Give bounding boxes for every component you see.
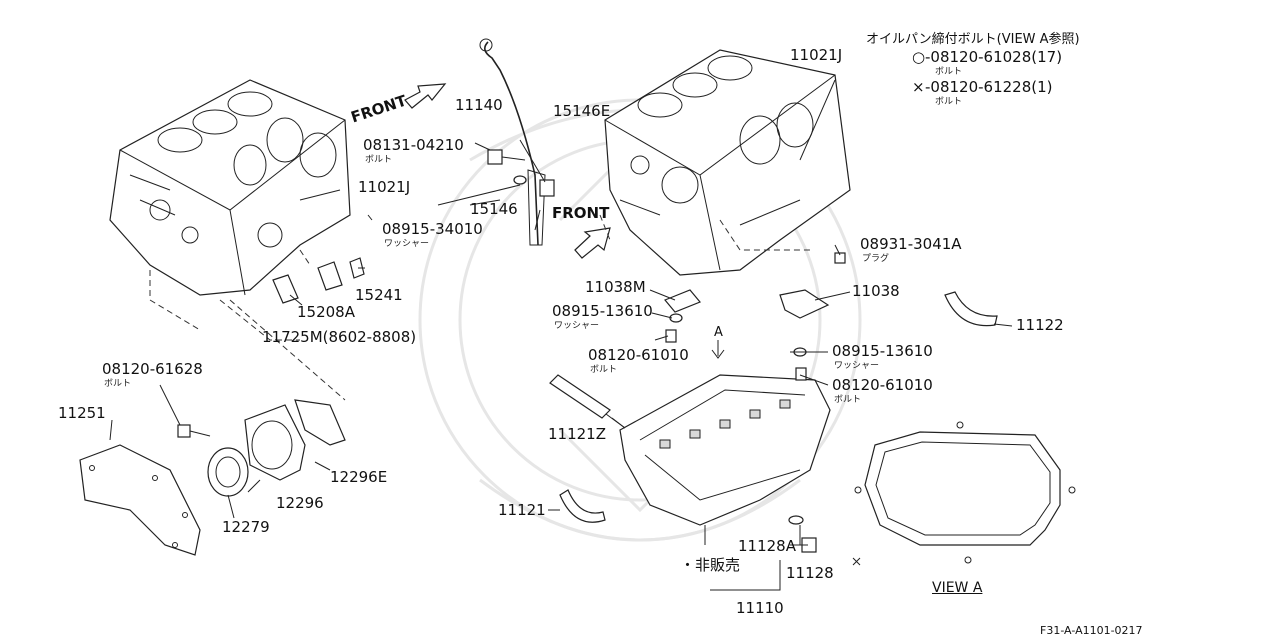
label-12279: 12279: [222, 518, 270, 536]
label-11021J-right: 11021J: [790, 46, 843, 64]
sub-08931: プラグ: [862, 254, 890, 264]
sub-08120-61010-right: ボルト: [834, 395, 862, 405]
label-11121Z: 11121Z: [548, 425, 606, 443]
oil-pressure-parts: [272, 257, 365, 304]
label-15146E: 15146E: [553, 102, 611, 120]
baffle-11038M: [664, 289, 701, 313]
oil-pan: [619, 374, 831, 526]
label-11140: 11140: [455, 96, 503, 114]
drain-washer: [788, 515, 804, 525]
sub-08131: ボルト: [365, 155, 393, 165]
view-a-marker: A: [714, 325, 723, 340]
gasket-11122: [944, 291, 998, 327]
label-08131: 08131-04210: [363, 136, 464, 154]
label-08915-34010: 08915-34010: [382, 220, 483, 238]
label-15146: 15146: [470, 200, 518, 218]
front-label-right: FRONT: [552, 204, 610, 222]
label-12296: 12296: [276, 494, 324, 512]
view-a-caption: VIEW A: [932, 580, 983, 596]
bracket-11038: [779, 289, 830, 319]
diagram-code: F31-A-A1101-0217: [1040, 624, 1143, 636]
sub-08120-61628: ボルト: [104, 379, 132, 389]
bolt-table-sub-x: ボルト: [935, 97, 963, 107]
oil-level-gauge: [479, 38, 555, 246]
sub-08120-61010-left: ボルト: [590, 365, 618, 375]
o-symbol: ○: [912, 48, 926, 66]
label-08120-61010-left: 08120-61010: [588, 346, 689, 364]
leader-lines: [109, 79, 1013, 591]
sealant-tube: [549, 374, 626, 429]
label-not-sold: ・非販売: [680, 556, 741, 574]
label-15208A: 15208A: [297, 303, 355, 321]
sub-08915-34010: ワッシャー: [384, 239, 430, 249]
bolt-table-sub-o: ボルト: [935, 67, 963, 77]
front-arrows: [404, 83, 611, 259]
label-11110: 11110: [736, 599, 784, 617]
left-cylinder-block: [109, 79, 351, 296]
sub-08915-13610-left: ワッシャー: [554, 321, 600, 331]
label-11021J-left: 11021J: [358, 178, 411, 196]
label-11725M: 11725M(8602-8808): [262, 328, 417, 346]
bolt-table-part-x: -08120-61228(1): [925, 78, 1053, 96]
gasket-11121: [559, 489, 606, 523]
label-11122: 11122: [1016, 316, 1064, 334]
bolt-08131: [487, 149, 527, 185]
label-11128: 11128: [786, 564, 834, 582]
label-11038M: 11038M: [585, 278, 646, 296]
label-12296E: 12296E: [330, 468, 388, 486]
label-08915-13610-left: 08915-13610: [552, 302, 653, 320]
label-11251: 11251: [58, 404, 106, 422]
right-cylinder-block: [604, 49, 851, 276]
x-symbol: ×: [912, 78, 925, 96]
bolt-table-title: オイルパン締付ボルト(VIEW A参照): [866, 32, 1080, 47]
label-08120-61628: 08120-61628: [102, 360, 203, 378]
label-08915-13610-right: 08915-13610: [832, 342, 933, 360]
label-08120-61010-right: 08120-61010: [832, 376, 933, 394]
label-11038: 11038: [852, 282, 900, 300]
label-11128A: 11128A: [738, 537, 796, 555]
bolt-table-part-o: -08120-61028(17): [925, 48, 1063, 66]
rear-seal-group: [79, 399, 346, 556]
view-a-outline: [852, 421, 1076, 566]
label-15241: 15241: [355, 286, 403, 304]
plug-08931: [834, 252, 846, 264]
label-08931: 08931-3041A: [860, 235, 962, 253]
sub-08915-13610-right: ワッシャー: [834, 361, 880, 371]
label-11121: 11121: [498, 501, 546, 519]
